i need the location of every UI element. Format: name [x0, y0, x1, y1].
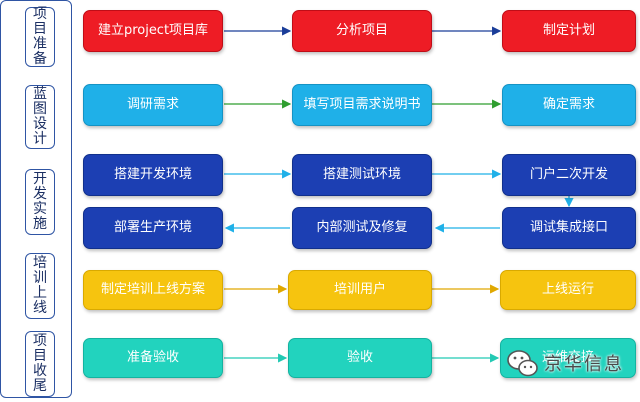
phase-blueprint: 蓝图设计 — [25, 85, 55, 149]
phase-label: 项目收尾 — [33, 333, 47, 394]
wechat-icon — [506, 346, 540, 380]
node-portal-secondary-development: 门户二次开发 — [502, 154, 636, 196]
node-train-users: 培训用户 — [288, 270, 432, 310]
phase-preparation: 项目准备 — [25, 7, 55, 67]
watermark: 京华信息 — [506, 338, 636, 388]
node-prepare-acceptance: 准备验收 — [83, 338, 223, 378]
phase-development: 开发实施 — [25, 169, 55, 235]
node-setup-dev-environment: 搭建开发环境 — [83, 154, 223, 196]
phase-label: 蓝图设计 — [33, 86, 47, 147]
node-setup-test-environment: 搭建测试环境 — [292, 154, 432, 196]
phase-closing: 项目收尾 — [25, 331, 55, 397]
node-make-plan: 制定计划 — [502, 10, 636, 52]
node-analyze-project: 分析项目 — [292, 10, 432, 52]
node-deploy-production: 部署生产环境 — [83, 207, 223, 249]
node-confirm-requirements: 确定需求 — [502, 84, 636, 126]
node-debug-integration-interface: 调试集成接口 — [502, 207, 636, 249]
phase-panel: 项目准备 蓝图设计 开发实施 培训上线 项目收尾 — [0, 0, 72, 398]
node-training-launch-plan: 制定培训上线方案 — [83, 270, 223, 310]
watermark-text: 京华信息 — [544, 354, 624, 375]
phase-label: 项目准备 — [33, 6, 47, 67]
node-go-live: 上线运行 — [500, 270, 636, 310]
node-requirements-document: 填写项目需求说明书 — [292, 84, 432, 126]
node-create-project-library: 建立project项目库 — [83, 10, 223, 52]
node-internal-test-and-fix: 内部测试及修复 — [292, 207, 432, 249]
phase-label: 开发实施 — [33, 171, 47, 232]
node-research-requirements: 调研需求 — [83, 84, 223, 126]
phase-label: 培训上线 — [33, 255, 47, 316]
phase-training: 培训上线 — [25, 253, 55, 319]
node-acceptance: 验收 — [288, 338, 432, 378]
